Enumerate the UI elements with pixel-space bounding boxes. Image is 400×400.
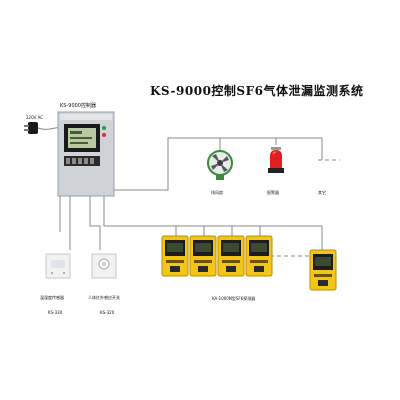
exhaust-fan-icon: [207, 150, 233, 180]
detector-label: KA-1000N型SF6探测器: [212, 296, 256, 301]
infrared-switch-label: 人体红外感应开关: [88, 295, 120, 300]
alarm-light-icon: [268, 147, 284, 173]
detector-4: [245, 235, 273, 277]
detector-3: [217, 235, 245, 277]
temp-humidity-sensor-label: 温湿度传感器: [40, 295, 64, 300]
power-plug-icon: [24, 122, 38, 134]
controller-cabinet: [57, 111, 115, 197]
wiring: [37, 127, 340, 257]
power-label: 220V AC: [26, 115, 44, 120]
output-alarm-label: 报警器: [267, 190, 279, 195]
output-exhaust-fan-label: 排风扇: [211, 190, 223, 195]
detector-2: [189, 235, 217, 277]
temp-humidity-sensor-model: KS-330: [48, 310, 63, 315]
diagram-title: KS-9000控制SF6气体泄漏监测系统: [150, 84, 364, 98]
detector-5: [309, 249, 337, 291]
output-other-label: 其它: [318, 190, 326, 195]
detector-1: [161, 235, 189, 277]
temp-humidity-sensor: [45, 253, 71, 279]
infrared-switch: [91, 253, 117, 279]
controller-label: KS-9000控制器: [60, 103, 96, 109]
infrared-switch-model: KS-320: [100, 310, 115, 315]
